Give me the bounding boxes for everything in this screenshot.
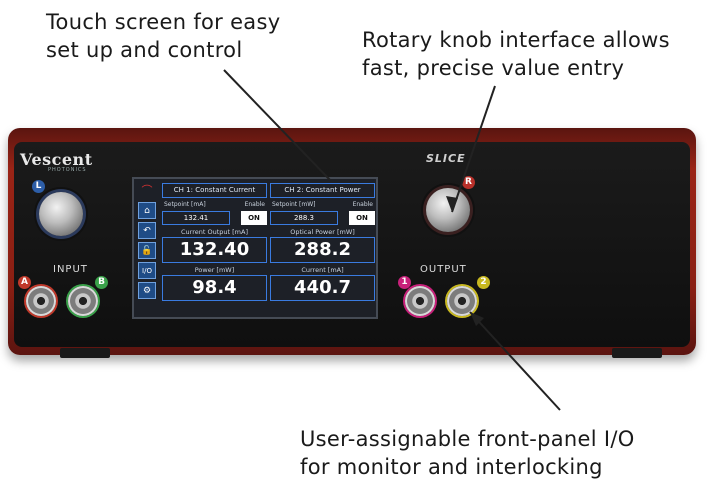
callout-touch-line2: set up and control (46, 38, 243, 62)
ch1-setpoint-label: Setpoint [mA] (164, 201, 206, 208)
input-label: INPUT (53, 264, 88, 275)
ch1-enable-button[interactable]: ON (241, 211, 267, 225)
input-a-connector[interactable] (26, 286, 56, 316)
gear-icon[interactable]: ⚙ (138, 282, 156, 299)
badge-r: R (462, 176, 475, 189)
home-icon[interactable]: ⌂ (138, 202, 156, 219)
io-icon[interactable]: I/O (138, 262, 156, 279)
callout-io-line1: User-assignable front-panel I/O (300, 427, 635, 451)
ch1-current-output-label: Current Output [mA] (181, 228, 248, 236)
channel-2-panel: CH 2: Constant Power Setpoint [mW] Enabl… (270, 183, 375, 301)
touch-screen[interactable]: ⌒ ⌂ ↶ 🔓 I/O ⚙ CH 1: Constant Current Set… (132, 177, 378, 319)
ch1-current-output-value: 132.40 (162, 237, 267, 263)
callout-knob-line2: fast, precise value entry (362, 56, 625, 80)
callout-rotary-knob: Rotary knob interface allows fast, preci… (362, 26, 670, 82)
ch1-power-label: Power [mW] (194, 266, 235, 274)
callout-touch-line1: Touch screen for easy (46, 10, 281, 34)
right-rotary-knob[interactable] (426, 188, 470, 232)
callout-io-line2: for monitor and interlocking (300, 455, 603, 479)
badge-1: 1 (398, 276, 411, 289)
ch2-optical-power-value: 288.2 (270, 237, 375, 263)
ch1-setpoint-field[interactable]: 132.41 (162, 211, 230, 225)
right-foot (612, 348, 662, 358)
ch2-current-value: 440.7 (270, 275, 375, 301)
ch2-setpoint-label: Setpoint [mW] (272, 201, 316, 208)
ch1-title-button[interactable]: CH 1: Constant Current (162, 183, 267, 198)
badge-2: 2 (477, 276, 490, 289)
ch2-optical-power-label: Optical Power [mW] (290, 228, 355, 236)
back-icon[interactable]: ↶ (138, 222, 156, 239)
ch1-power-value: 98.4 (162, 275, 267, 301)
callout-touch-screen: Touch screen for easy set up and control (46, 8, 280, 64)
callout-front-panel-io: User-assignable front-panel I/O for moni… (300, 425, 635, 481)
badge-a: A (18, 276, 31, 289)
ch2-enable-button[interactable]: ON (349, 211, 375, 225)
vescent-logo-icon: ⌒ (141, 184, 153, 197)
brand-logo: Vescent (20, 150, 93, 169)
left-foot (60, 348, 110, 358)
ch2-title-button[interactable]: CH 2: Constant Power (270, 183, 375, 198)
ch2-setpoint-field[interactable]: 288.3 (270, 211, 338, 225)
channel-1-panel: CH 1: Constant Current Setpoint [mA] Ena… (162, 183, 267, 301)
ch2-enable-label: Enable (352, 201, 373, 208)
output-label: OUTPUT (420, 264, 467, 275)
screen-sidebar: ⌒ ⌂ ↶ 🔓 I/O ⚙ (138, 183, 156, 302)
left-rotary-knob[interactable] (39, 192, 83, 236)
callout-knob-line1: Rotary knob interface allows (362, 28, 670, 52)
lock-icon[interactable]: 🔓 (138, 242, 156, 259)
output-2-connector[interactable] (447, 286, 477, 316)
output-1-connector[interactable] (405, 286, 435, 316)
badge-l: L (32, 180, 45, 193)
brand-subtitle: PHOTONICS (48, 167, 87, 173)
badge-b: B (95, 276, 108, 289)
model-name: SLICE (426, 152, 466, 165)
ch1-enable-label: Enable (244, 201, 265, 208)
ch2-current-label: Current [mA] (301, 266, 344, 274)
input-b-connector[interactable] (68, 286, 98, 316)
